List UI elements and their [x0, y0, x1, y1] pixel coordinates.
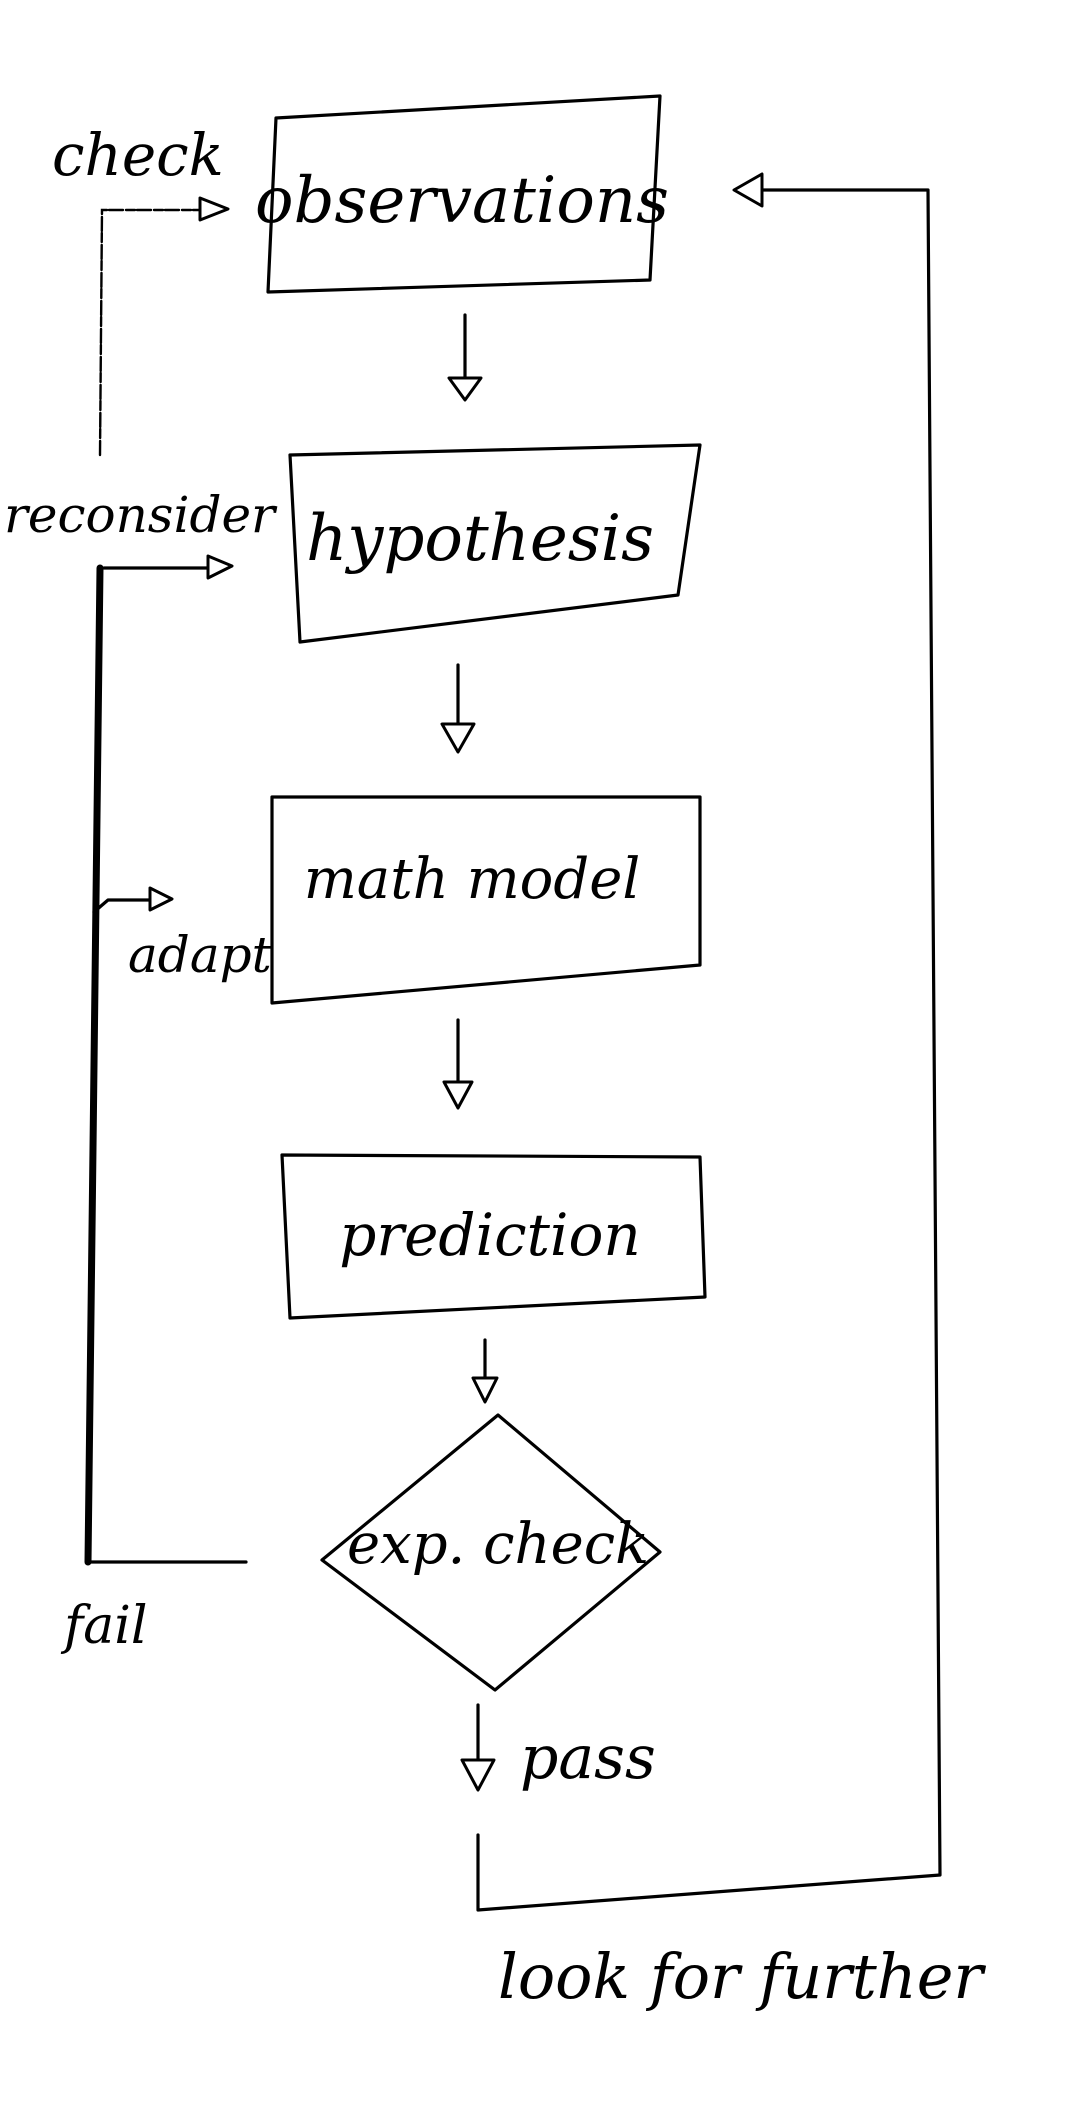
math-model-box	[270, 795, 702, 1005]
connector-math-model-to-prediction	[442, 1018, 474, 1110]
exp-check-diamond	[320, 1413, 662, 1692]
math-model-label: math model	[304, 847, 641, 912]
arrowhead-down-icon	[447, 376, 483, 402]
connector-prediction-to-exp-check	[471, 1338, 499, 1404]
connector-hypothesis-to-math-model	[440, 663, 476, 754]
arrowhead-down-icon	[440, 722, 476, 754]
exp-check-label: exp. check	[347, 1512, 649, 1577]
arrowhead-down-icon	[460, 1758, 496, 1792]
connector-check-loop	[98, 196, 230, 457]
observations-label: observations	[255, 164, 669, 238]
connector-observations-to-hypothesis	[447, 313, 483, 402]
edge-label-reconsider: reconsider	[4, 486, 278, 544]
node-hypothesis: hypothesis	[288, 443, 702, 644]
edge-label-fail: fail	[60, 1596, 148, 1656]
edge-label-pass: pass	[520, 1723, 656, 1793]
edge-label-adapt: adapt	[128, 926, 273, 984]
arrowhead-down-icon	[471, 1376, 499, 1404]
arrowhead-right-icon	[198, 196, 230, 222]
hypothesis-label: hypothesis	[306, 502, 654, 576]
arrowhead-down-icon	[442, 1080, 474, 1110]
node-prediction: prediction	[280, 1153, 707, 1320]
node-math-model: math model	[270, 795, 702, 1005]
hypothesis-box	[288, 443, 702, 644]
connector-fail-loop	[84, 554, 248, 1566]
edge-label-check: check	[52, 121, 224, 189]
edge-label-look-for-further: look for further	[498, 1940, 986, 2013]
node-exp-check: exp. check	[320, 1413, 662, 1692]
arrowhead-right-icon	[206, 554, 234, 580]
prediction-label: prediction	[339, 1201, 640, 1269]
arrowhead-left-icon	[732, 172, 764, 208]
arrowhead-right-icon	[148, 886, 174, 912]
node-observations: observations	[255, 94, 669, 294]
prediction-box	[280, 1153, 707, 1320]
connector-pass-loop	[460, 172, 942, 1912]
observations-box	[266, 94, 662, 294]
